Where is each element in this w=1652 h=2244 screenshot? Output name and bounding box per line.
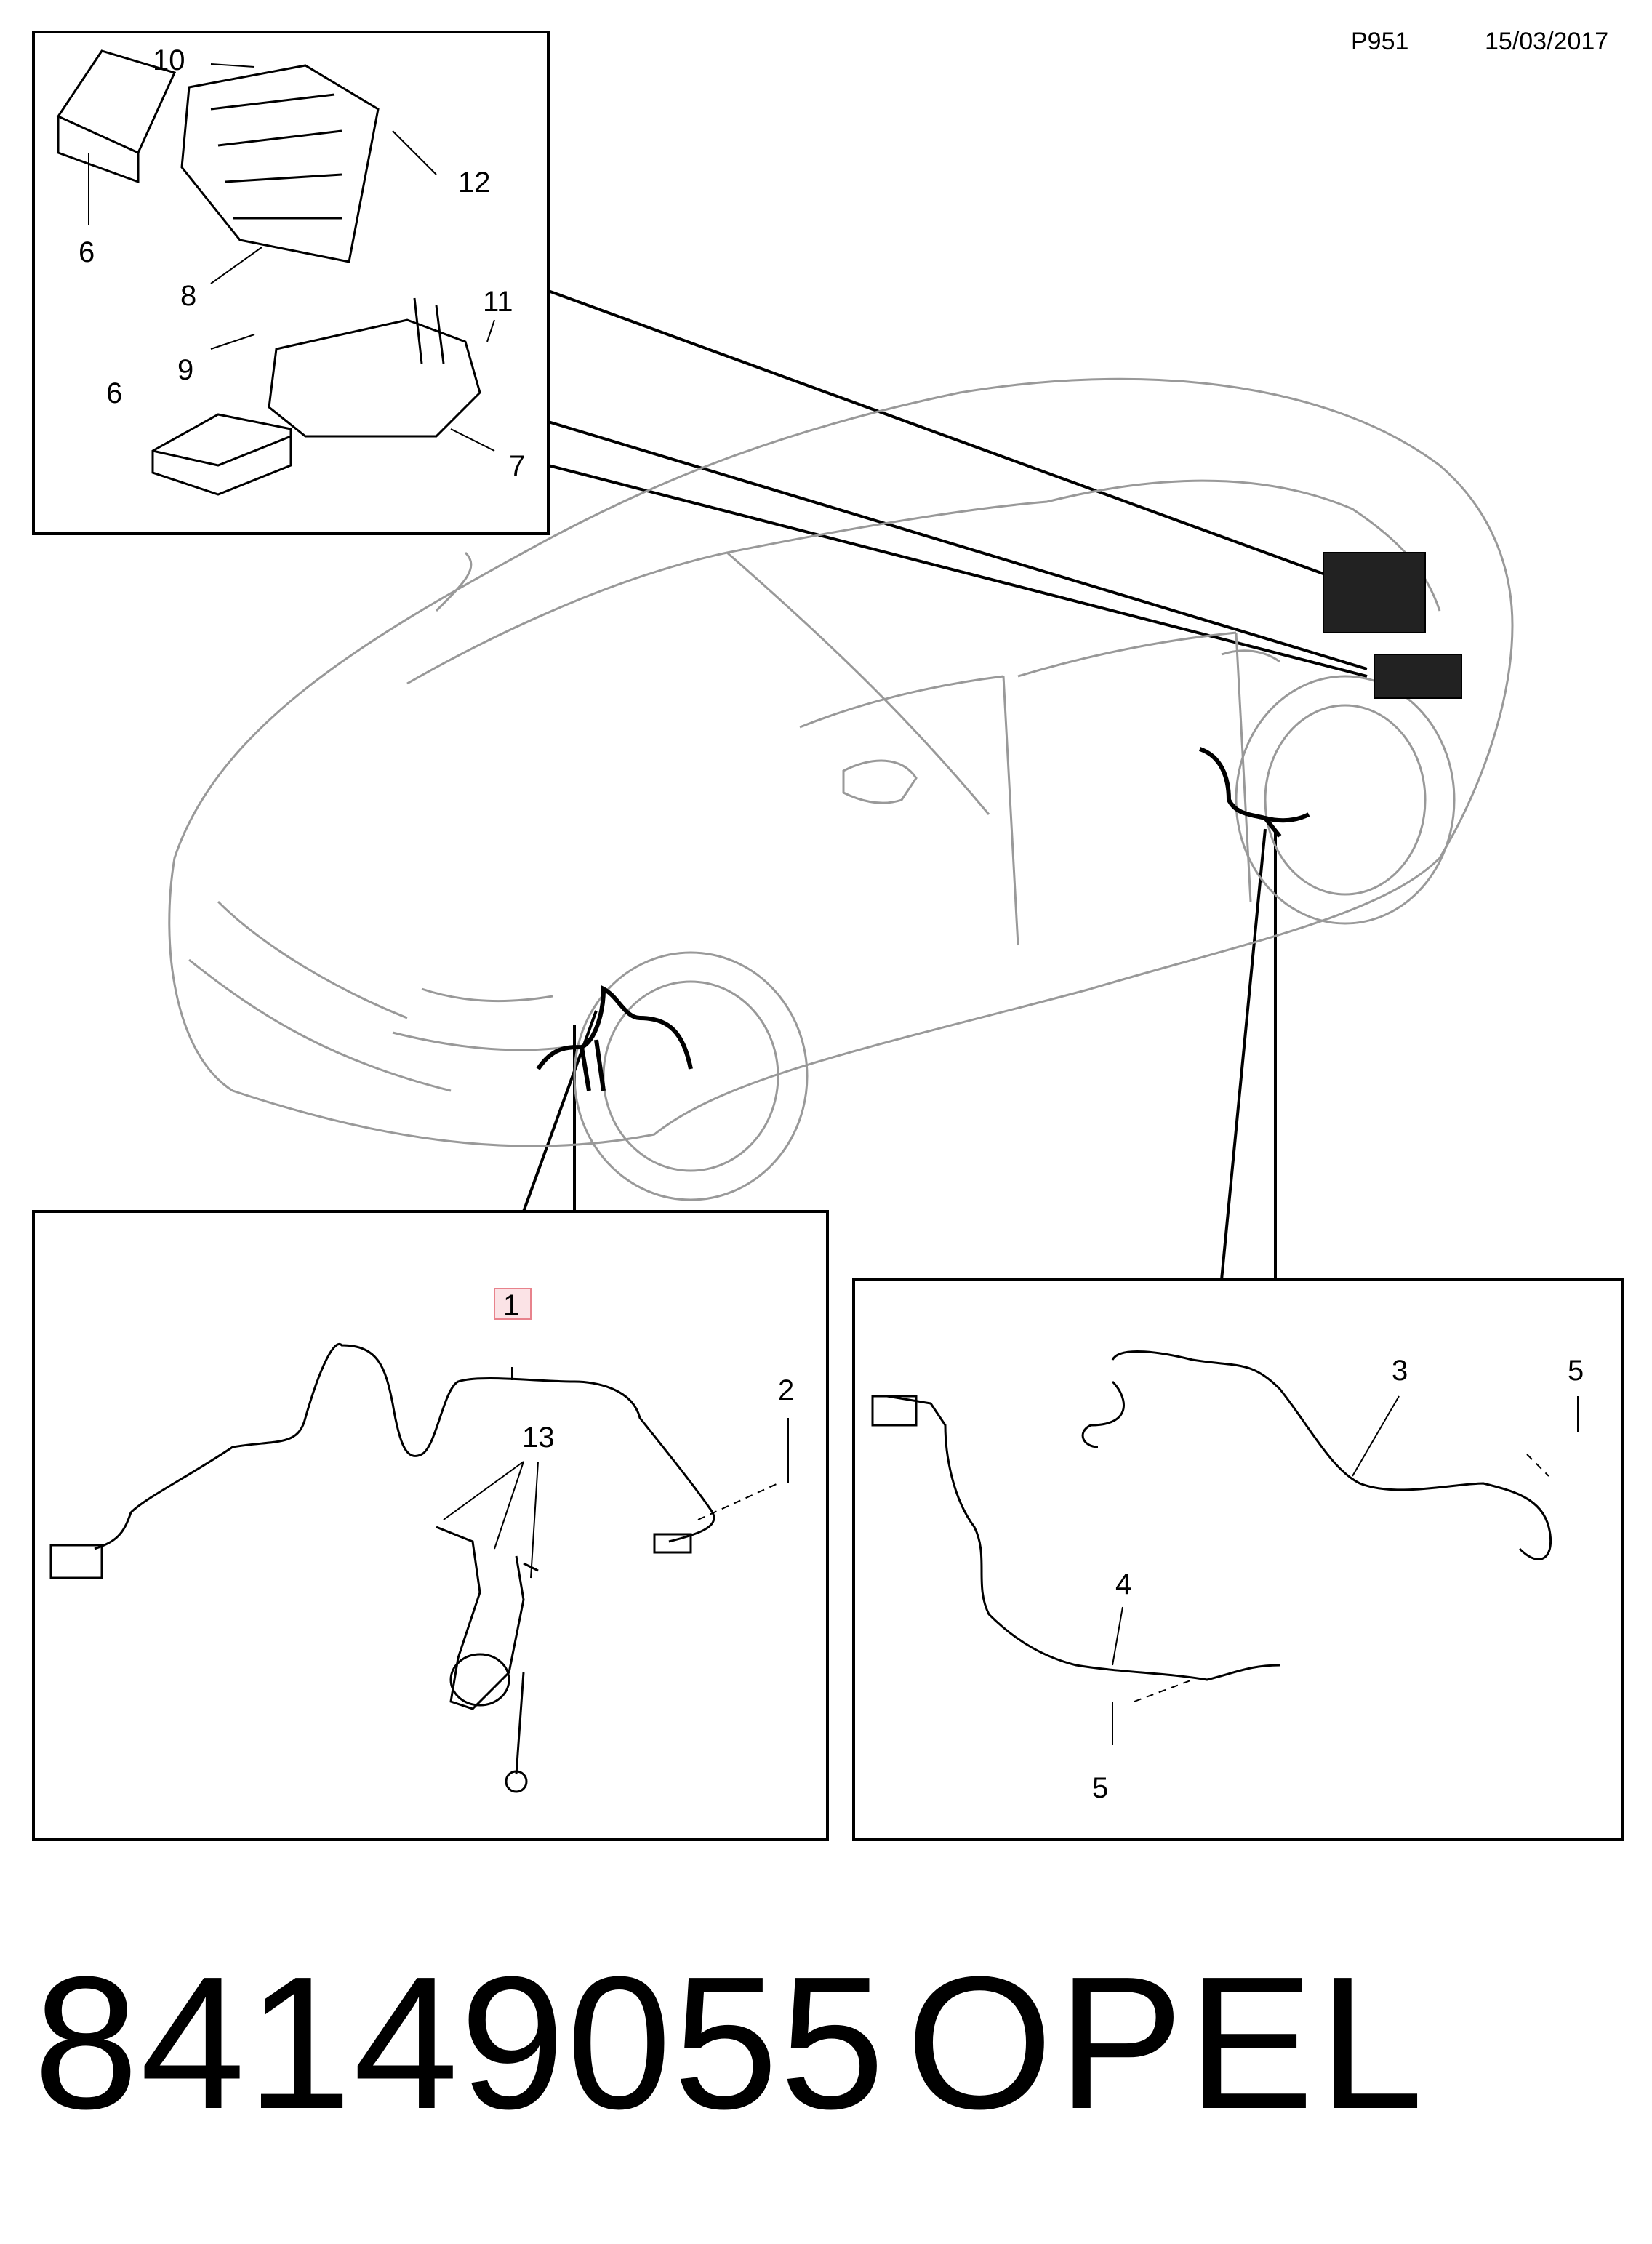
control-modules xyxy=(56,49,481,496)
module-leaders xyxy=(88,63,495,452)
brand-name: OPEL xyxy=(906,1938,1428,2149)
diagram-date: 15/03/2017 xyxy=(1485,28,1609,55)
frame-rear-sensors xyxy=(852,1278,1624,1841)
callout-12[interactable]: 12 xyxy=(458,167,491,199)
part-number: 84149055 xyxy=(33,1938,886,2149)
callout-6-bottom[interactable]: 6 xyxy=(106,377,122,409)
car-harness-rear xyxy=(1198,747,1310,838)
callout-4[interactable]: 4 xyxy=(1115,1568,1131,1600)
rear-left-sensor-harness xyxy=(871,1395,1280,1681)
frame-control-modules xyxy=(32,31,550,535)
callout-2[interactable]: 2 xyxy=(778,1374,794,1406)
selected-part-highlight xyxy=(494,1288,532,1320)
callout-6-top[interactable]: 6 xyxy=(79,236,95,268)
callout-11[interactable]: 11 xyxy=(483,286,513,318)
ride-height-sensor xyxy=(436,1526,539,1793)
leader-lines xyxy=(522,289,1368,1281)
callout-8[interactable]: 8 xyxy=(180,280,196,312)
car-harness-front xyxy=(536,985,693,1091)
rear-bolt-dashes xyxy=(1134,1454,1549,1702)
callout-10[interactable]: 10 xyxy=(153,44,185,76)
callout-5-bottom[interactable]: 5 xyxy=(1092,1772,1108,1804)
front-leaders xyxy=(443,1367,789,1579)
callout-1[interactable]: 1 xyxy=(503,1289,519,1321)
callout-7[interactable]: 7 xyxy=(509,450,525,482)
callout-13[interactable]: 13 xyxy=(522,1422,555,1454)
front-wheel-speed-sensor-harness xyxy=(49,1343,715,1579)
page-code: P951 xyxy=(1351,28,1409,55)
callout-3[interactable]: 3 xyxy=(1392,1355,1408,1387)
callout-labels: 1 2 3 4 5 5 6 6 7 8 9 10 11 12 13 xyxy=(79,44,1584,1804)
frame-front-sensors xyxy=(32,1210,829,1841)
front-bolt-dashes xyxy=(697,1483,779,1520)
car-modules xyxy=(1323,552,1462,699)
car-outline xyxy=(168,377,1514,1201)
callout-5-top[interactable]: 5 xyxy=(1568,1355,1584,1387)
callout-9[interactable]: 9 xyxy=(177,354,193,386)
rear-right-sensor-harness xyxy=(1081,1350,1552,1560)
rear-leaders xyxy=(1112,1395,1579,1745)
detail-frames xyxy=(32,31,1624,1841)
